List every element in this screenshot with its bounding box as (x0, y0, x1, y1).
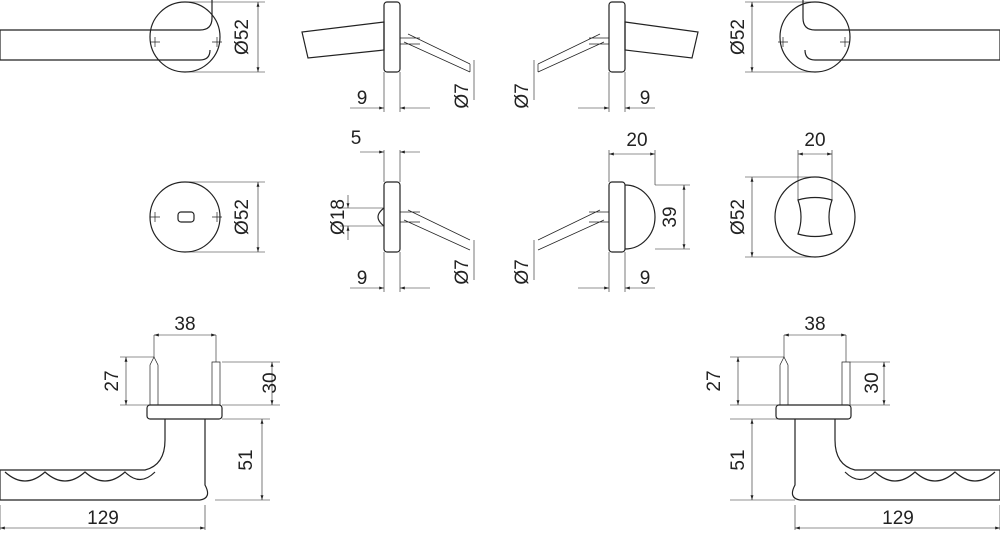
wc-side-view-left: 5 Ø18 9 Ø7 (328, 128, 475, 292)
dim-label: Ø7 (512, 259, 533, 284)
dim-label: Ø52 (232, 199, 253, 235)
lever-profile-left: 38 27 30 51 129 (0, 314, 281, 530)
wc-side-view-right: Ø7 9 20 39 (512, 130, 690, 292)
dim-label: 51 (728, 449, 749, 470)
dim-label: 39 (660, 206, 681, 227)
dim-label: 20 (626, 130, 647, 151)
dim-label: 38 (174, 314, 195, 335)
dim-label: 9 (640, 88, 651, 109)
dim-label: Ø18 (328, 199, 349, 235)
dim-label: 5 (351, 128, 362, 149)
dim-label: 9 (357, 88, 368, 109)
dim-label: 129 (87, 508, 119, 529)
dim-label: 27 (704, 370, 725, 391)
dim-label: 38 (804, 314, 825, 335)
lever-front-view-left: Ø52 (0, 0, 265, 73)
dim-label: Ø52 (728, 199, 749, 235)
lever-side-view-left: 9 Ø7 (301, 1, 475, 112)
dim-label: 27 (102, 370, 123, 391)
dim-label: Ø7 (452, 259, 473, 284)
dim-label: 20 (804, 130, 825, 151)
wc-rose-front-right: 20 Ø52 (728, 130, 856, 258)
dim-label: Ø52 (728, 19, 749, 55)
dim-label: Ø7 (452, 83, 473, 108)
dim-label: 30 (260, 372, 281, 393)
dim-label: 51 (236, 449, 257, 470)
dim-label: Ø52 (232, 19, 253, 55)
dim-label: 9 (357, 268, 368, 289)
dim-label: 9 (640, 268, 651, 289)
lever-side-view-right: 9 Ø7 (512, 1, 699, 112)
dim-label: Ø7 (512, 83, 533, 108)
dim-label: 129 (882, 508, 914, 529)
lever-front-view-right: Ø52 (728, 0, 1000, 73)
dim-label: 30 (862, 372, 883, 393)
wc-rose-front-left: Ø52 (149, 181, 265, 253)
lever-profile-right: 38 27 30 51 129 (704, 314, 1000, 530)
